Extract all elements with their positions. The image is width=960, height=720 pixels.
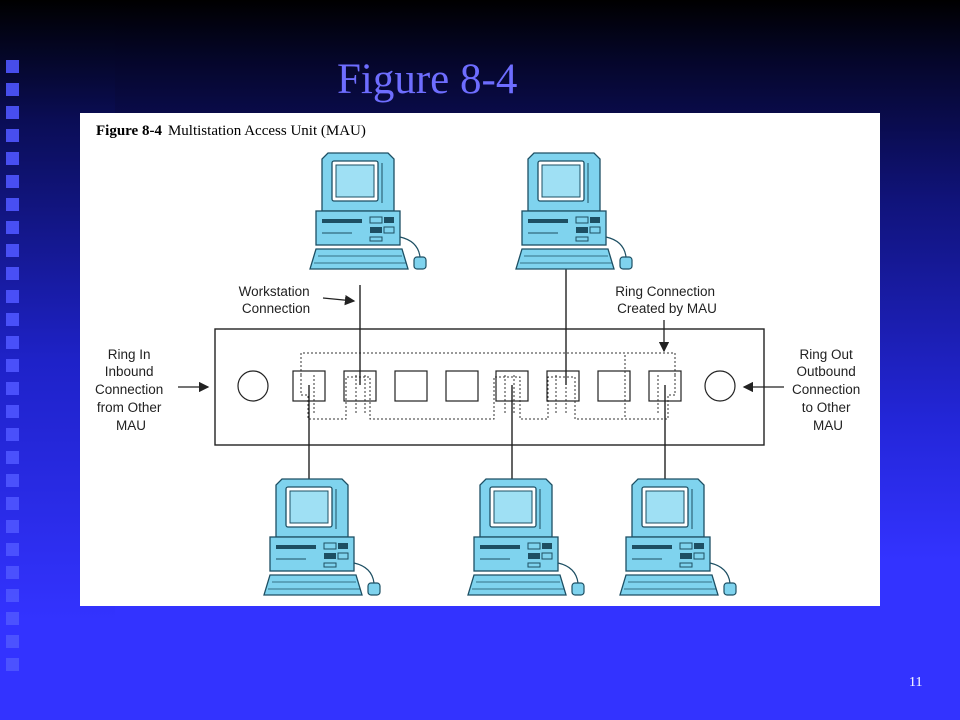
- decorative-square: [6, 60, 19, 73]
- mau-port: [394, 370, 428, 402]
- decorative-square: [6, 221, 19, 234]
- decorative-square: [6, 589, 19, 602]
- figure-caption: Figure 8-4 Multistation Access Unit (MAU): [96, 123, 366, 140]
- workstation-arrow: [322, 294, 356, 306]
- figure-caption-text: Multistation Access Unit (MAU): [167, 123, 366, 139]
- mau-diagram: Workstation Connection Ring Connection C…: [95, 152, 864, 596]
- computer-icon: [515, 152, 633, 270]
- mau-port: [546, 370, 580, 402]
- decorative-square: [6, 543, 19, 556]
- decorative-square: [6, 359, 19, 372]
- ring-path: [300, 352, 676, 420]
- decorative-square: [6, 497, 19, 510]
- decorative-square: [6, 520, 19, 533]
- decorative-square: [6, 267, 19, 280]
- decorative-square: [6, 336, 19, 349]
- decorative-square: [6, 106, 19, 119]
- decorative-square-column: [6, 60, 28, 700]
- decorative-square: [6, 198, 19, 211]
- decorative-square: [6, 313, 19, 326]
- decorative-square: [6, 129, 19, 142]
- ring-out-label: Ring Out Outbound Connection to Other MA…: [792, 347, 864, 433]
- decorative-square: [6, 244, 19, 257]
- decorative-square: [6, 290, 19, 303]
- decorative-square: [6, 451, 19, 464]
- ring-in-port: [237, 370, 269, 402]
- decorative-square: [6, 635, 19, 648]
- computer-icon: [309, 152, 427, 270]
- figure-panel: Workstation Connection Ring Connection C…: [80, 113, 880, 606]
- decorative-square: [6, 658, 19, 671]
- mau-port: [343, 370, 377, 402]
- ring-out-port: [704, 370, 736, 402]
- figure-caption-label: Figure 8-4: [96, 123, 162, 139]
- decorative-square: [6, 612, 19, 625]
- computer-icon: [263, 478, 381, 596]
- decorative-square: [6, 83, 19, 96]
- decorative-square: [6, 152, 19, 165]
- decorative-square: [6, 474, 19, 487]
- decorative-square: [6, 405, 19, 418]
- computer-icon: [619, 478, 737, 596]
- ring-in-label: Ring In Inbound Connection from Other MA…: [95, 347, 167, 433]
- decorative-square: [6, 428, 19, 441]
- slide-number: 11: [909, 675, 923, 690]
- ring-connection-label: Ring Connection Created by MAU: [615, 284, 719, 316]
- decorative-square: [6, 175, 19, 188]
- slide-title: Figure 8-4: [337, 56, 518, 103]
- decorative-square: [6, 382, 19, 395]
- decorative-square: [6, 566, 19, 579]
- workstation-connection-label: Workstation Connection: [239, 284, 314, 316]
- computer-icon: [467, 478, 585, 596]
- mau-port: [445, 370, 479, 402]
